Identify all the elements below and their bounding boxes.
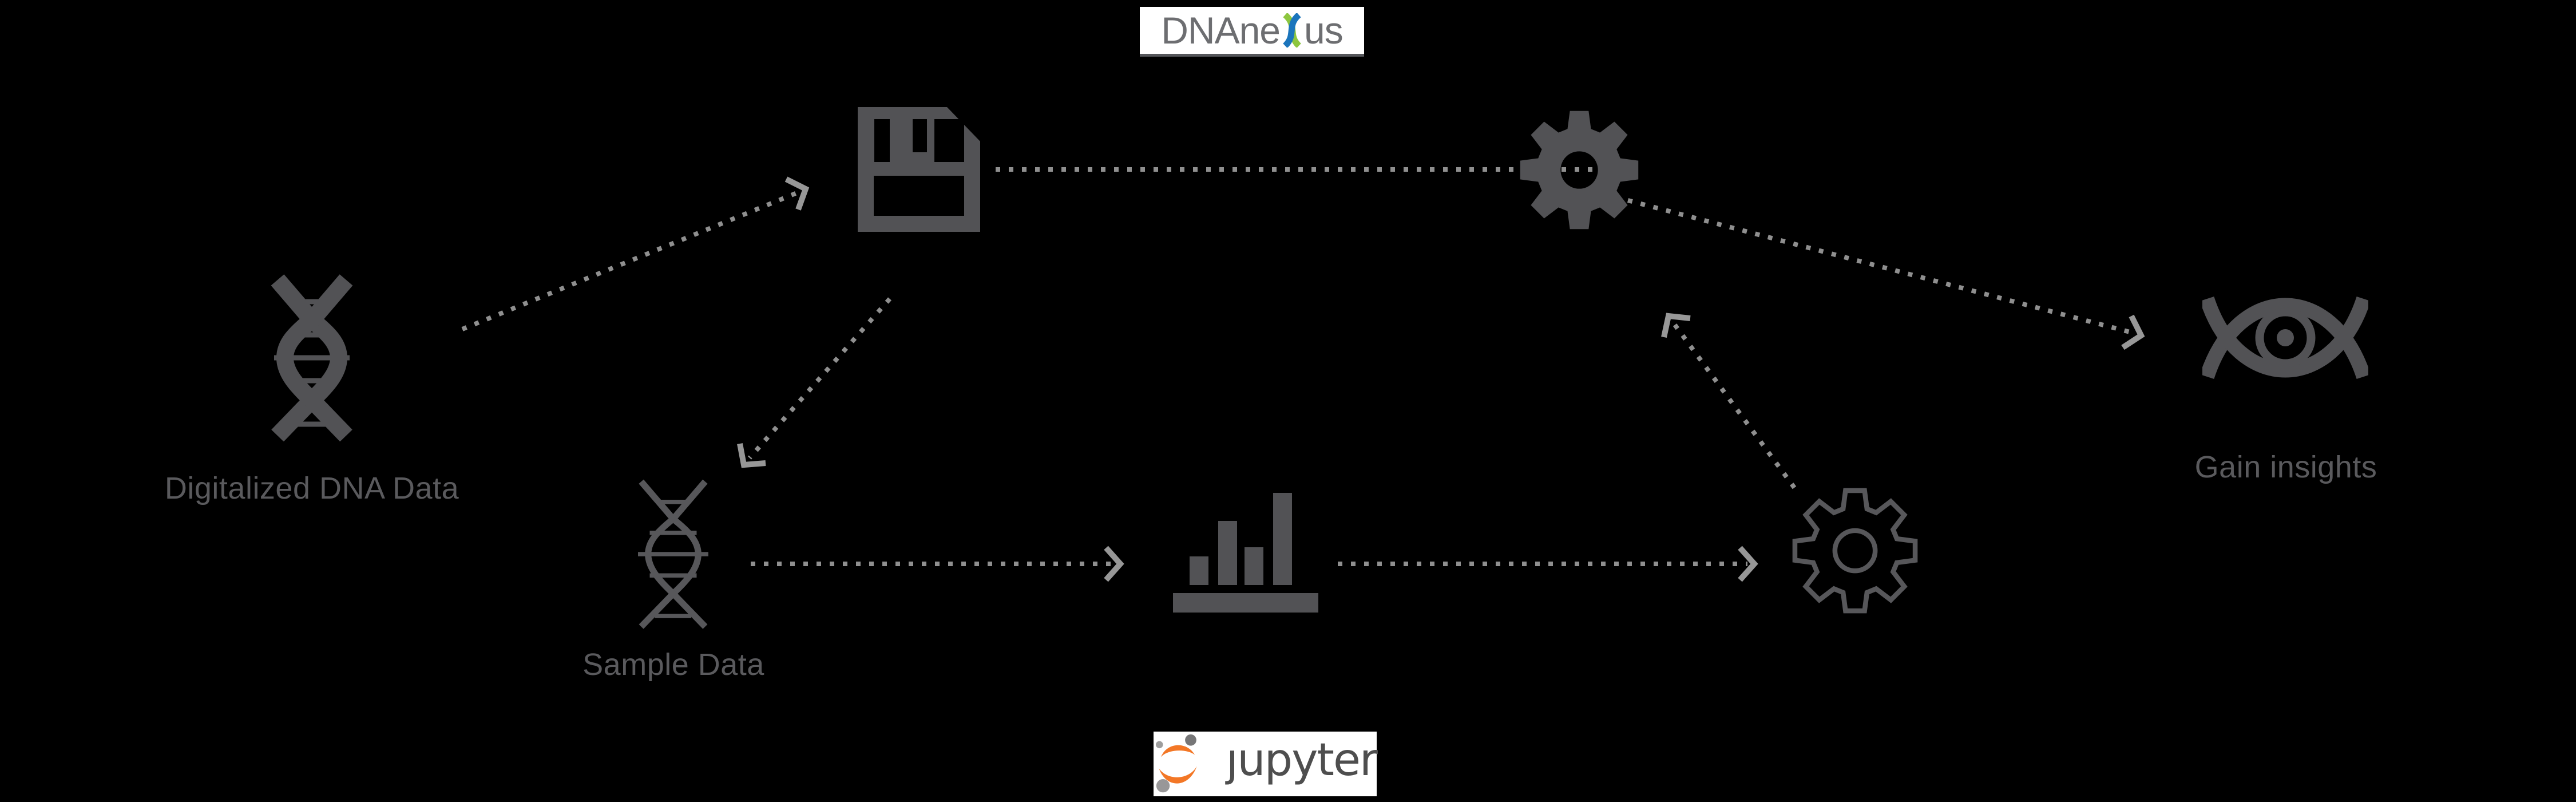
- gear-outline-icon: [1792, 488, 1918, 614]
- label-sample-data: Sample Data: [582, 647, 764, 682]
- arrowhead-to-eye: [2121, 314, 2145, 350]
- connector-geartwo-to-gear: [1672, 322, 1797, 489]
- jupyter-logo: ȷupyter: [1154, 732, 1378, 796]
- dna-eye-icon: [2202, 296, 2368, 380]
- arrowhead-to-gear: [1661, 313, 1691, 338]
- arrowhead-to-floppy: [784, 176, 810, 211]
- arrowhead-to-sample: [737, 443, 766, 468]
- connector-gear-to-eye: [1627, 198, 2135, 335]
- connector-floppy-to-sample: [747, 297, 892, 460]
- label-gain-insights: Gain insights: [2194, 450, 2377, 484]
- dnanexus-logo-text-right: us: [1304, 9, 1344, 52]
- dna-helix-solid-icon: [271, 274, 353, 441]
- bar-chart-icon: [1173, 493, 1318, 613]
- jupyter-moon-small: [1156, 741, 1163, 749]
- dnanexus-x-glyph: [1282, 13, 1302, 48]
- arrowhead-to-geartwo: [1738, 546, 1758, 582]
- jupyter-moon-light: [1156, 779, 1170, 793]
- gear-solid-icon: [1520, 110, 1639, 230]
- eye-pupil: [2277, 329, 2294, 346]
- connector-dna-to-floppy: [461, 189, 802, 331]
- jupyter-planet-icon: [1156, 734, 1197, 793]
- dna-helix-outline-icon: [638, 479, 708, 629]
- jupyter-logo-text: ȷupyter: [1226, 734, 1378, 786]
- dnanexus-logo-text-left: DNAne: [1161, 9, 1281, 52]
- floppy-disk-icon: [858, 107, 980, 232]
- dnanexus-logo: DNAne us: [1140, 7, 1364, 57]
- jupyter-moon-dark: [1185, 734, 1196, 746]
- label-digitalized-dna-data: Digitalized DNA Data: [164, 471, 459, 505]
- arrowhead-to-bars: [1104, 546, 1124, 582]
